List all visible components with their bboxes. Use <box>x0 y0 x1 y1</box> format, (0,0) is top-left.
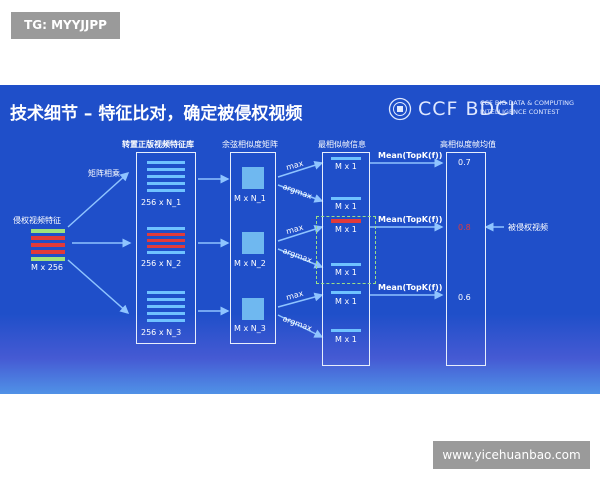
scores-title: 高相似度帧均值 <box>440 140 496 149</box>
matrix-square <box>242 167 264 189</box>
seal-icon <box>388 97 412 121</box>
frames-panel: M x 1 M x 1 M x 1 M x 1 M x 1 M x 1 <box>322 152 370 366</box>
arrow-max-1 <box>277 160 324 178</box>
frame-item-4: M x 1 <box>335 268 357 277</box>
library-panel: 256 x N_1 256 x N_2 256 x N_3 <box>136 152 196 344</box>
frame-item-1: M x 1 <box>335 162 357 171</box>
frame-bar-highlight <box>331 219 361 223</box>
slide-title: 技术细节 – 特征比对，确定被侵权视频 <box>10 104 303 124</box>
background-glow <box>0 314 600 394</box>
feature-row-highlight <box>147 233 185 236</box>
feature-row <box>147 251 185 254</box>
feature-line <box>31 229 65 233</box>
flow-arrows <box>67 158 504 338</box>
feature-row <box>147 319 185 322</box>
arrow-argmax-1 <box>277 184 324 203</box>
arrow-argmax-2 <box>277 248 324 269</box>
library-item-1: 256 x N_1 <box>141 198 182 207</box>
frame-bar <box>331 197 361 200</box>
mean-label-1: Mean(TopK(f)) <box>378 151 443 160</box>
feature-line-highlight <box>31 243 65 247</box>
score-1: 0.7 <box>458 158 471 167</box>
feature-row <box>147 168 185 171</box>
logo-subtitle: CCF BIG DATA & COMPUTING INTELLIGENCE CO… <box>480 99 574 117</box>
mean-label-2: Mean(TopK(f)) <box>378 215 443 224</box>
feature-row <box>147 182 185 185</box>
score-3: 0.6 <box>458 293 471 302</box>
arrow-max-3 <box>277 292 324 308</box>
feature-row <box>147 291 185 294</box>
arrow-to-library-3 <box>67 259 130 314</box>
score-2: 0.8 <box>458 223 471 232</box>
frames-title: 最相似帧信息 <box>318 140 366 149</box>
library-title: 转置正版视频特征库 <box>122 140 194 149</box>
cosine-item-2: M x N_2 <box>234 259 266 268</box>
ccf-bdci-logo: CCF BDCI CCF BIG DATA & COMPUTING INTELL… <box>388 97 593 121</box>
scores-panel: 0.7 0.8 0.6 <box>446 152 486 366</box>
input-shape: M x 256 <box>31 263 63 272</box>
feature-row <box>147 175 185 178</box>
frame-item-6: M x 1 <box>335 335 357 344</box>
feature-row <box>147 312 185 315</box>
mean-label-3: Mean(TopK(f)) <box>378 283 443 292</box>
result-label: 被侵权视频 <box>508 223 548 232</box>
feature-row-highlight <box>147 239 185 242</box>
input-label: 侵权视频特征 <box>13 216 61 225</box>
cosine-title: 余弦相似度矩阵 <box>222 140 278 149</box>
feature-line <box>31 257 65 261</box>
matmul-label: 矩阵相乘 <box>88 169 120 178</box>
frame-bar <box>331 157 361 160</box>
frame-item-5: M x 1 <box>335 297 357 306</box>
arrow-to-library-1 <box>67 171 130 228</box>
feature-row <box>147 305 185 308</box>
feature-row <box>147 298 185 301</box>
feature-line-highlight <box>31 250 65 254</box>
frame-item-3: M x 1 <box>335 225 357 234</box>
logo-subtitle-line2: INTELLIGENCE CONTEST <box>480 108 560 116</box>
watermark-bottom: www.yicehuanbao.com <box>433 441 590 469</box>
logo-subtitle-line1: CCF BIG DATA & COMPUTING <box>480 99 575 107</box>
watermark-top: TG: MYYJJPP <box>11 12 120 39</box>
selection-highlight <box>316 216 376 284</box>
cosine-item-1: M x N_1 <box>234 194 266 203</box>
slide-image: 技术细节 – 特征比对，确定被侵权视频 CCF BDCI CCF BIG DAT… <box>0 85 600 394</box>
logo-text: CCF BDCI <box>418 98 517 120</box>
feature-row <box>147 161 185 164</box>
frame-bar <box>331 291 361 294</box>
feature-line-highlight <box>31 236 65 240</box>
feature-row-highlight <box>147 245 185 248</box>
cosine-panel: M x N_1 M x N_2 M x N_3 <box>230 152 276 344</box>
matrix-square <box>242 232 264 254</box>
arrow-max-2 <box>277 224 324 242</box>
library-item-2: 256 x N_2 <box>141 259 182 268</box>
matrix-square <box>242 298 264 320</box>
cosine-item-3: M x N_3 <box>234 324 266 333</box>
arrow-argmax-3 <box>277 314 324 338</box>
frame-bar <box>331 329 361 332</box>
library-item-3: 256 x N_3 <box>141 328 182 337</box>
frame-item-2: M x 1 <box>335 202 357 211</box>
feature-row <box>147 227 185 230</box>
feature-row <box>147 189 185 192</box>
frame-bar <box>331 263 361 266</box>
